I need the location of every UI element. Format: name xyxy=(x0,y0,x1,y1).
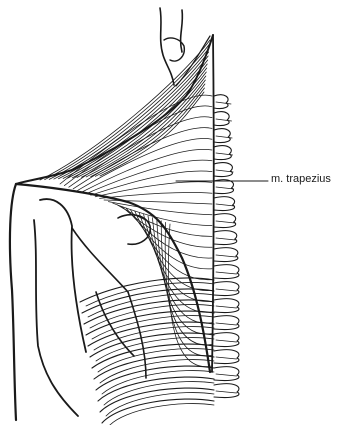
vertebra xyxy=(214,282,239,296)
rib xyxy=(100,388,214,412)
rib xyxy=(102,399,214,423)
muscle-label: m. trapezius xyxy=(271,173,331,185)
spinous-process xyxy=(216,204,234,206)
vertebra xyxy=(214,384,239,398)
vertebra xyxy=(214,299,239,313)
spinous-process xyxy=(216,238,235,240)
ribcage xyxy=(80,278,214,425)
vertebra xyxy=(214,265,239,279)
spinous-process xyxy=(216,374,237,376)
spinous-process xyxy=(216,391,237,393)
vertebra xyxy=(214,367,239,381)
spinous-process xyxy=(216,340,237,342)
muscle-fiber xyxy=(95,182,212,197)
spinous-process xyxy=(216,119,232,121)
muscle-fiber xyxy=(104,200,212,204)
muscle-fiber xyxy=(91,171,212,195)
vertebra xyxy=(214,231,237,245)
muscle-fiber xyxy=(49,48,209,179)
rib xyxy=(106,393,214,416)
vertebra xyxy=(214,316,239,330)
spinous-process xyxy=(216,221,235,223)
spinous-process xyxy=(216,306,237,308)
spinous-process xyxy=(216,289,237,291)
muscle-fiber xyxy=(82,76,206,177)
vertebra xyxy=(214,333,239,347)
rib xyxy=(108,404,214,425)
vertebra xyxy=(214,180,233,194)
vertebra xyxy=(214,129,230,143)
vertebra xyxy=(214,112,229,126)
spinous-process xyxy=(216,255,236,257)
muscle-fiber xyxy=(86,160,212,193)
vertebra xyxy=(214,248,238,262)
vertebra xyxy=(214,163,232,177)
spinous-process xyxy=(216,357,237,359)
vertebra xyxy=(214,197,235,211)
vertebra xyxy=(214,350,239,364)
spinous-process xyxy=(216,102,231,104)
vertebra xyxy=(214,214,236,228)
muscle-fiber xyxy=(63,60,208,178)
neck xyxy=(160,8,210,86)
muscle-fiber xyxy=(100,192,212,198)
trapezius-muscle xyxy=(16,35,214,372)
spinous-process xyxy=(216,272,237,274)
spine xyxy=(214,95,239,398)
spinous-process xyxy=(216,136,232,138)
vertebra xyxy=(214,146,231,160)
spinous-process xyxy=(216,323,237,325)
